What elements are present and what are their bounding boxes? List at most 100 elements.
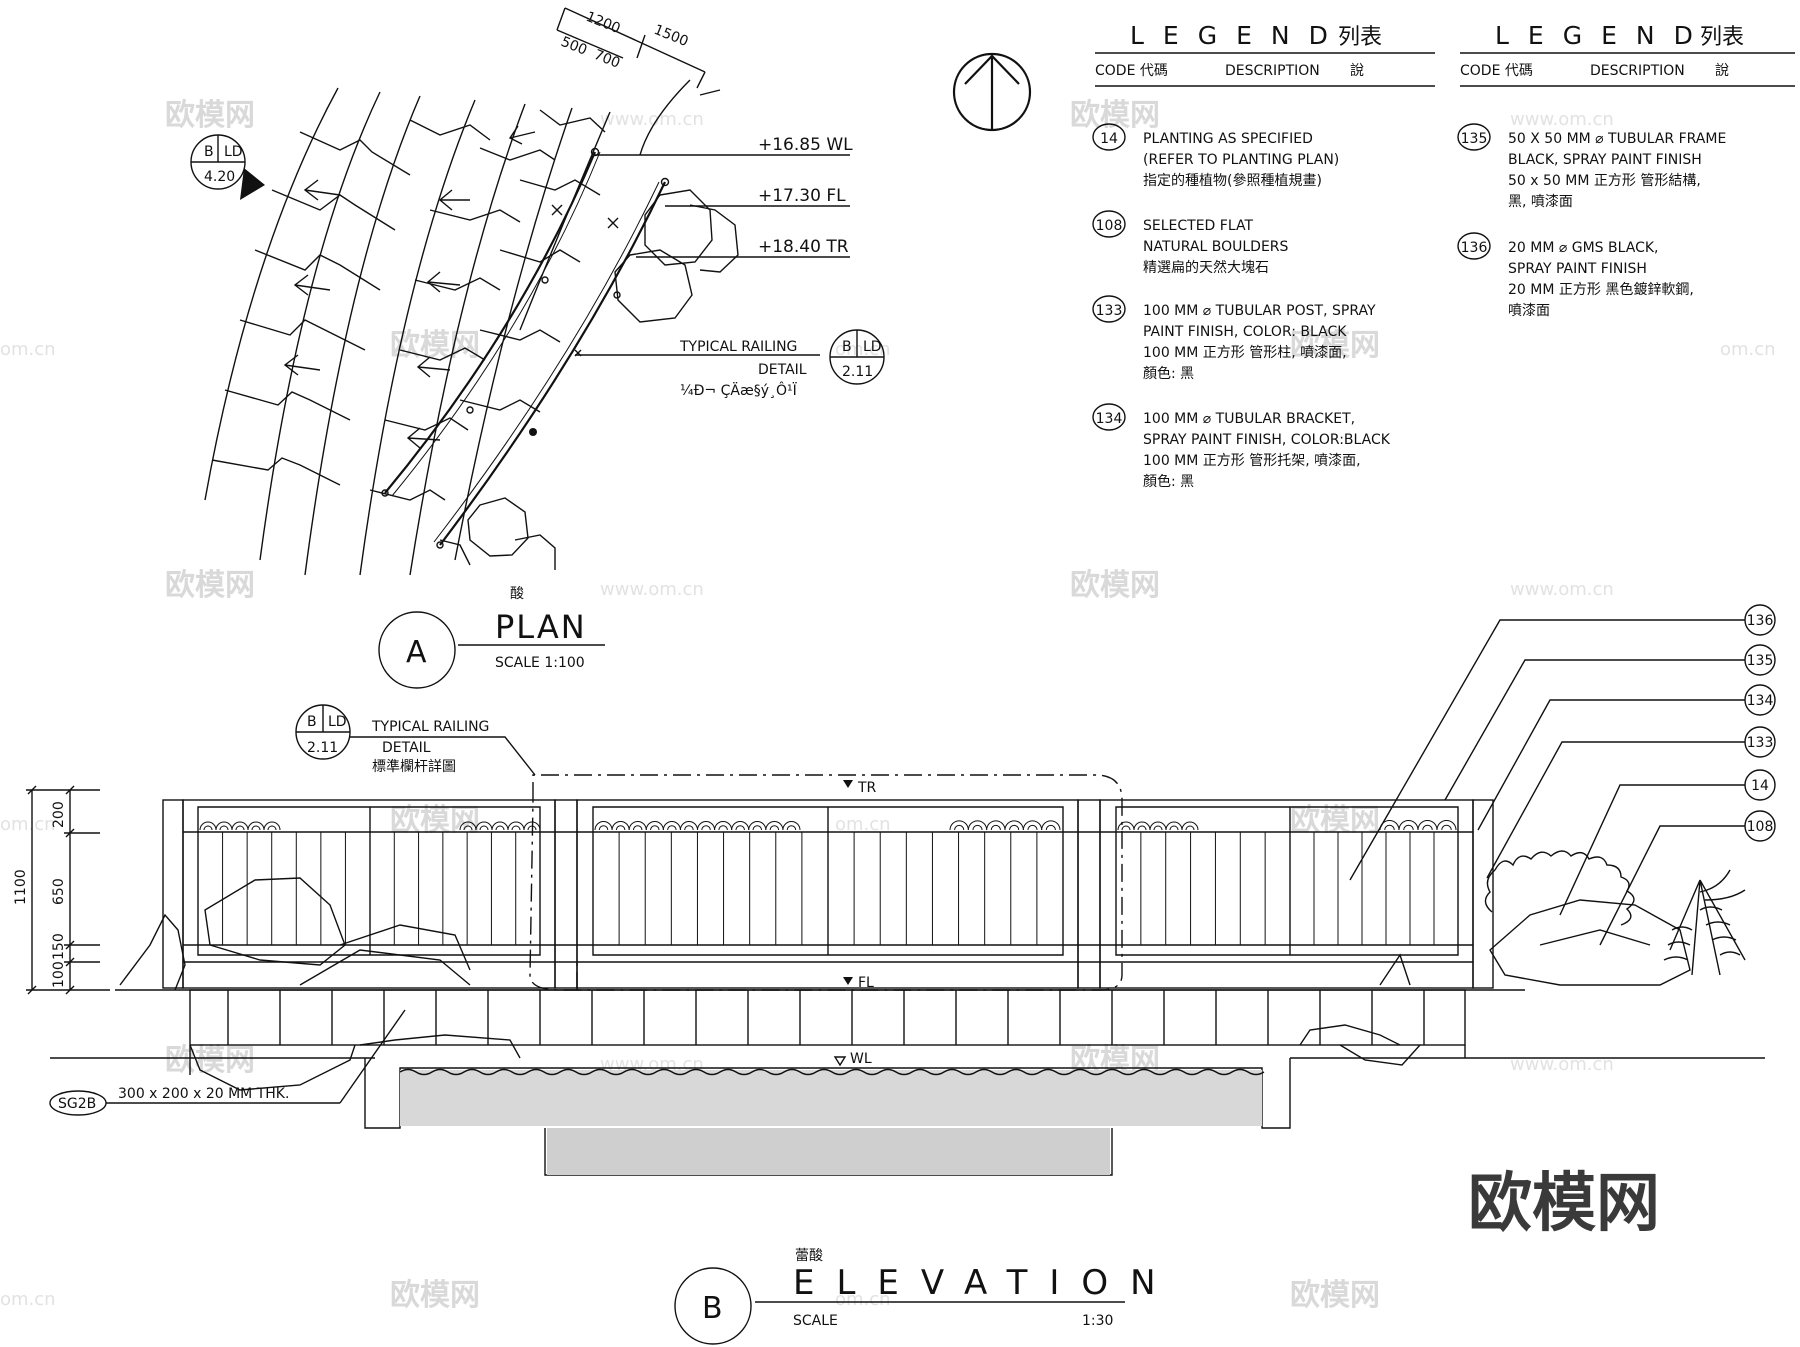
plan-title: PLAN — [495, 608, 587, 646]
scallop-inner — [1185, 825, 1195, 831]
scallop — [199, 821, 217, 831]
elev-dim-150: 150 — [51, 933, 67, 960]
scallop — [782, 821, 801, 831]
plan-level-labels: +16.85 WL +17.30 FL +18.40 TR — [595, 135, 853, 258]
watermark-brand: 欧模网 — [390, 328, 480, 363]
elev-title: ELEVATION — [793, 1263, 1178, 1303]
plan-scale: SCALE 1:100 — [495, 655, 585, 671]
plan-dim-1200: 1200 — [584, 9, 623, 37]
plan-flow-arrows — [283, 125, 536, 449]
scallop-inner — [1121, 825, 1131, 831]
elev-level-wl: WL — [850, 1051, 872, 1067]
legend-line: PAINT FINISH, COLOR: BLACK — [1143, 324, 1347, 340]
legend-line: 精選扁的天然大塊石 — [1143, 259, 1269, 276]
railing-scallop-band — [199, 820, 1457, 831]
scallop — [662, 820, 681, 831]
plan-railing-tag-top: B — [842, 339, 852, 355]
watermark-site: om.cn — [835, 814, 891, 835]
scallop-inner — [1009, 824, 1020, 831]
scallop-inner — [769, 825, 780, 831]
scallop-inner — [718, 825, 728, 831]
legend-line: 指定的種植物(參照種植規畫) — [1143, 173, 1322, 189]
callout-code: 108 — [1747, 819, 1774, 835]
plan-section-tag: B LD 4.20 — [190, 134, 265, 200]
legend-line: 50 X 50 MM ⌀ TUBULAR FRAME — [1508, 131, 1726, 147]
legend-code: 136 — [1461, 240, 1488, 256]
scallop — [731, 821, 750, 831]
scallop-inner — [1153, 825, 1163, 831]
plan-dim-1500: 1500 — [652, 22, 691, 50]
callout-bubble: 136 — [1744, 604, 1776, 636]
legend-right-col-code: CODE 代碼 — [1460, 63, 1533, 79]
scallop-inner — [701, 825, 711, 831]
callout-bubble: 134 — [1744, 684, 1776, 716]
scallop-inner — [632, 825, 643, 831]
scallop-inner — [219, 825, 229, 831]
watermark-site: om.cn — [0, 814, 56, 835]
scallop-inner — [1422, 824, 1433, 831]
legend-line: (REFER TO PLANTING PLAN) — [1143, 152, 1339, 168]
scallop — [491, 821, 509, 831]
legend-line: 100 MM 正方形 管形柱, 噴漆面, — [1143, 345, 1347, 361]
plan-title-block: 酸 A PLAN SCALE 1:100 — [378, 586, 605, 689]
elevation-boulders — [119, 877, 1691, 1091]
scallop-inner — [786, 825, 797, 831]
plan-tag-mid: LD — [224, 144, 243, 160]
legend-left-col-desc: DESCRIPTION — [1225, 63, 1320, 79]
scallop — [645, 821, 664, 831]
plan-tag-top: B — [204, 144, 214, 160]
elevation-dimensions: 1100 200 650 150 100 — [13, 785, 110, 995]
scallop-inner — [684, 825, 694, 831]
callout-bubble: 108 — [1744, 810, 1776, 842]
plan-railing-label-garbled: ¼Ð¬ ÇÄæ§ý¸Ô¹Ï — [680, 381, 798, 399]
scallop-inner — [235, 825, 245, 831]
watermark-site: om.cn — [835, 1289, 891, 1310]
elev-detail-label-2: DETAIL — [382, 740, 431, 756]
scallop-inner — [1441, 824, 1452, 831]
scallop — [1417, 820, 1438, 831]
north-arrow-icon — [952, 52, 1032, 132]
callout-code: 135 — [1747, 653, 1774, 669]
legend-line: PLANTING AS SPECIFIED — [1143, 131, 1313, 147]
legend-code: 135 — [1461, 131, 1488, 147]
legend-line: 20 MM ⌀ GMS BLACK, — [1508, 240, 1658, 256]
watermark-brand: 欧模网 — [1290, 803, 1380, 838]
watermark-site: om.cn — [835, 339, 891, 360]
legend-right-col-desc: DESCRIPTION — [1590, 63, 1685, 79]
plan-tag-bot: 4.20 — [204, 169, 235, 185]
scallop-inner — [1045, 824, 1056, 831]
elev-detail-label-cn: 標準欄杆詳圖 — [372, 759, 456, 775]
legend-code: 133 — [1096, 303, 1123, 319]
callout-code: 134 — [1747, 693, 1774, 709]
legend-line: 顏色: 黑 — [1143, 473, 1194, 490]
legend-line: 噴漆面 — [1508, 303, 1550, 319]
scallop — [1022, 820, 1043, 831]
elev-stone-code: SG2B — [58, 1096, 96, 1112]
legend-right-title: LEGEND — [1495, 21, 1712, 50]
scallop — [247, 821, 265, 831]
water-stipple-lower — [547, 1128, 1110, 1175]
scallop — [628, 821, 647, 831]
legend-code-bubble — [1092, 210, 1126, 238]
scallop — [986, 820, 1006, 831]
section-arrow-icon — [240, 168, 265, 200]
scallop — [1181, 821, 1199, 831]
legend-line: 顏色: 黑 — [1143, 365, 1194, 382]
scallop — [215, 821, 233, 831]
plan-drawing: 1200 1500 500 700 B LD 4.20 +16.85 WL +1… — [190, 7, 885, 689]
elevation-drawing: TR FL WL 1100 200 650 150 100 B LD 2.11 — [13, 604, 1776, 1345]
scallop-inner — [479, 825, 489, 831]
elev-level-fl: FL — [858, 975, 874, 991]
scallop-inner — [511, 825, 521, 831]
watermark-brand: 欧模网 — [1290, 1278, 1380, 1313]
scallop — [714, 820, 733, 831]
scallop — [594, 821, 613, 831]
scallop-inner — [615, 825, 626, 831]
scallop — [697, 821, 716, 831]
scallop-inner — [203, 825, 213, 831]
scallop-inner — [954, 824, 965, 831]
